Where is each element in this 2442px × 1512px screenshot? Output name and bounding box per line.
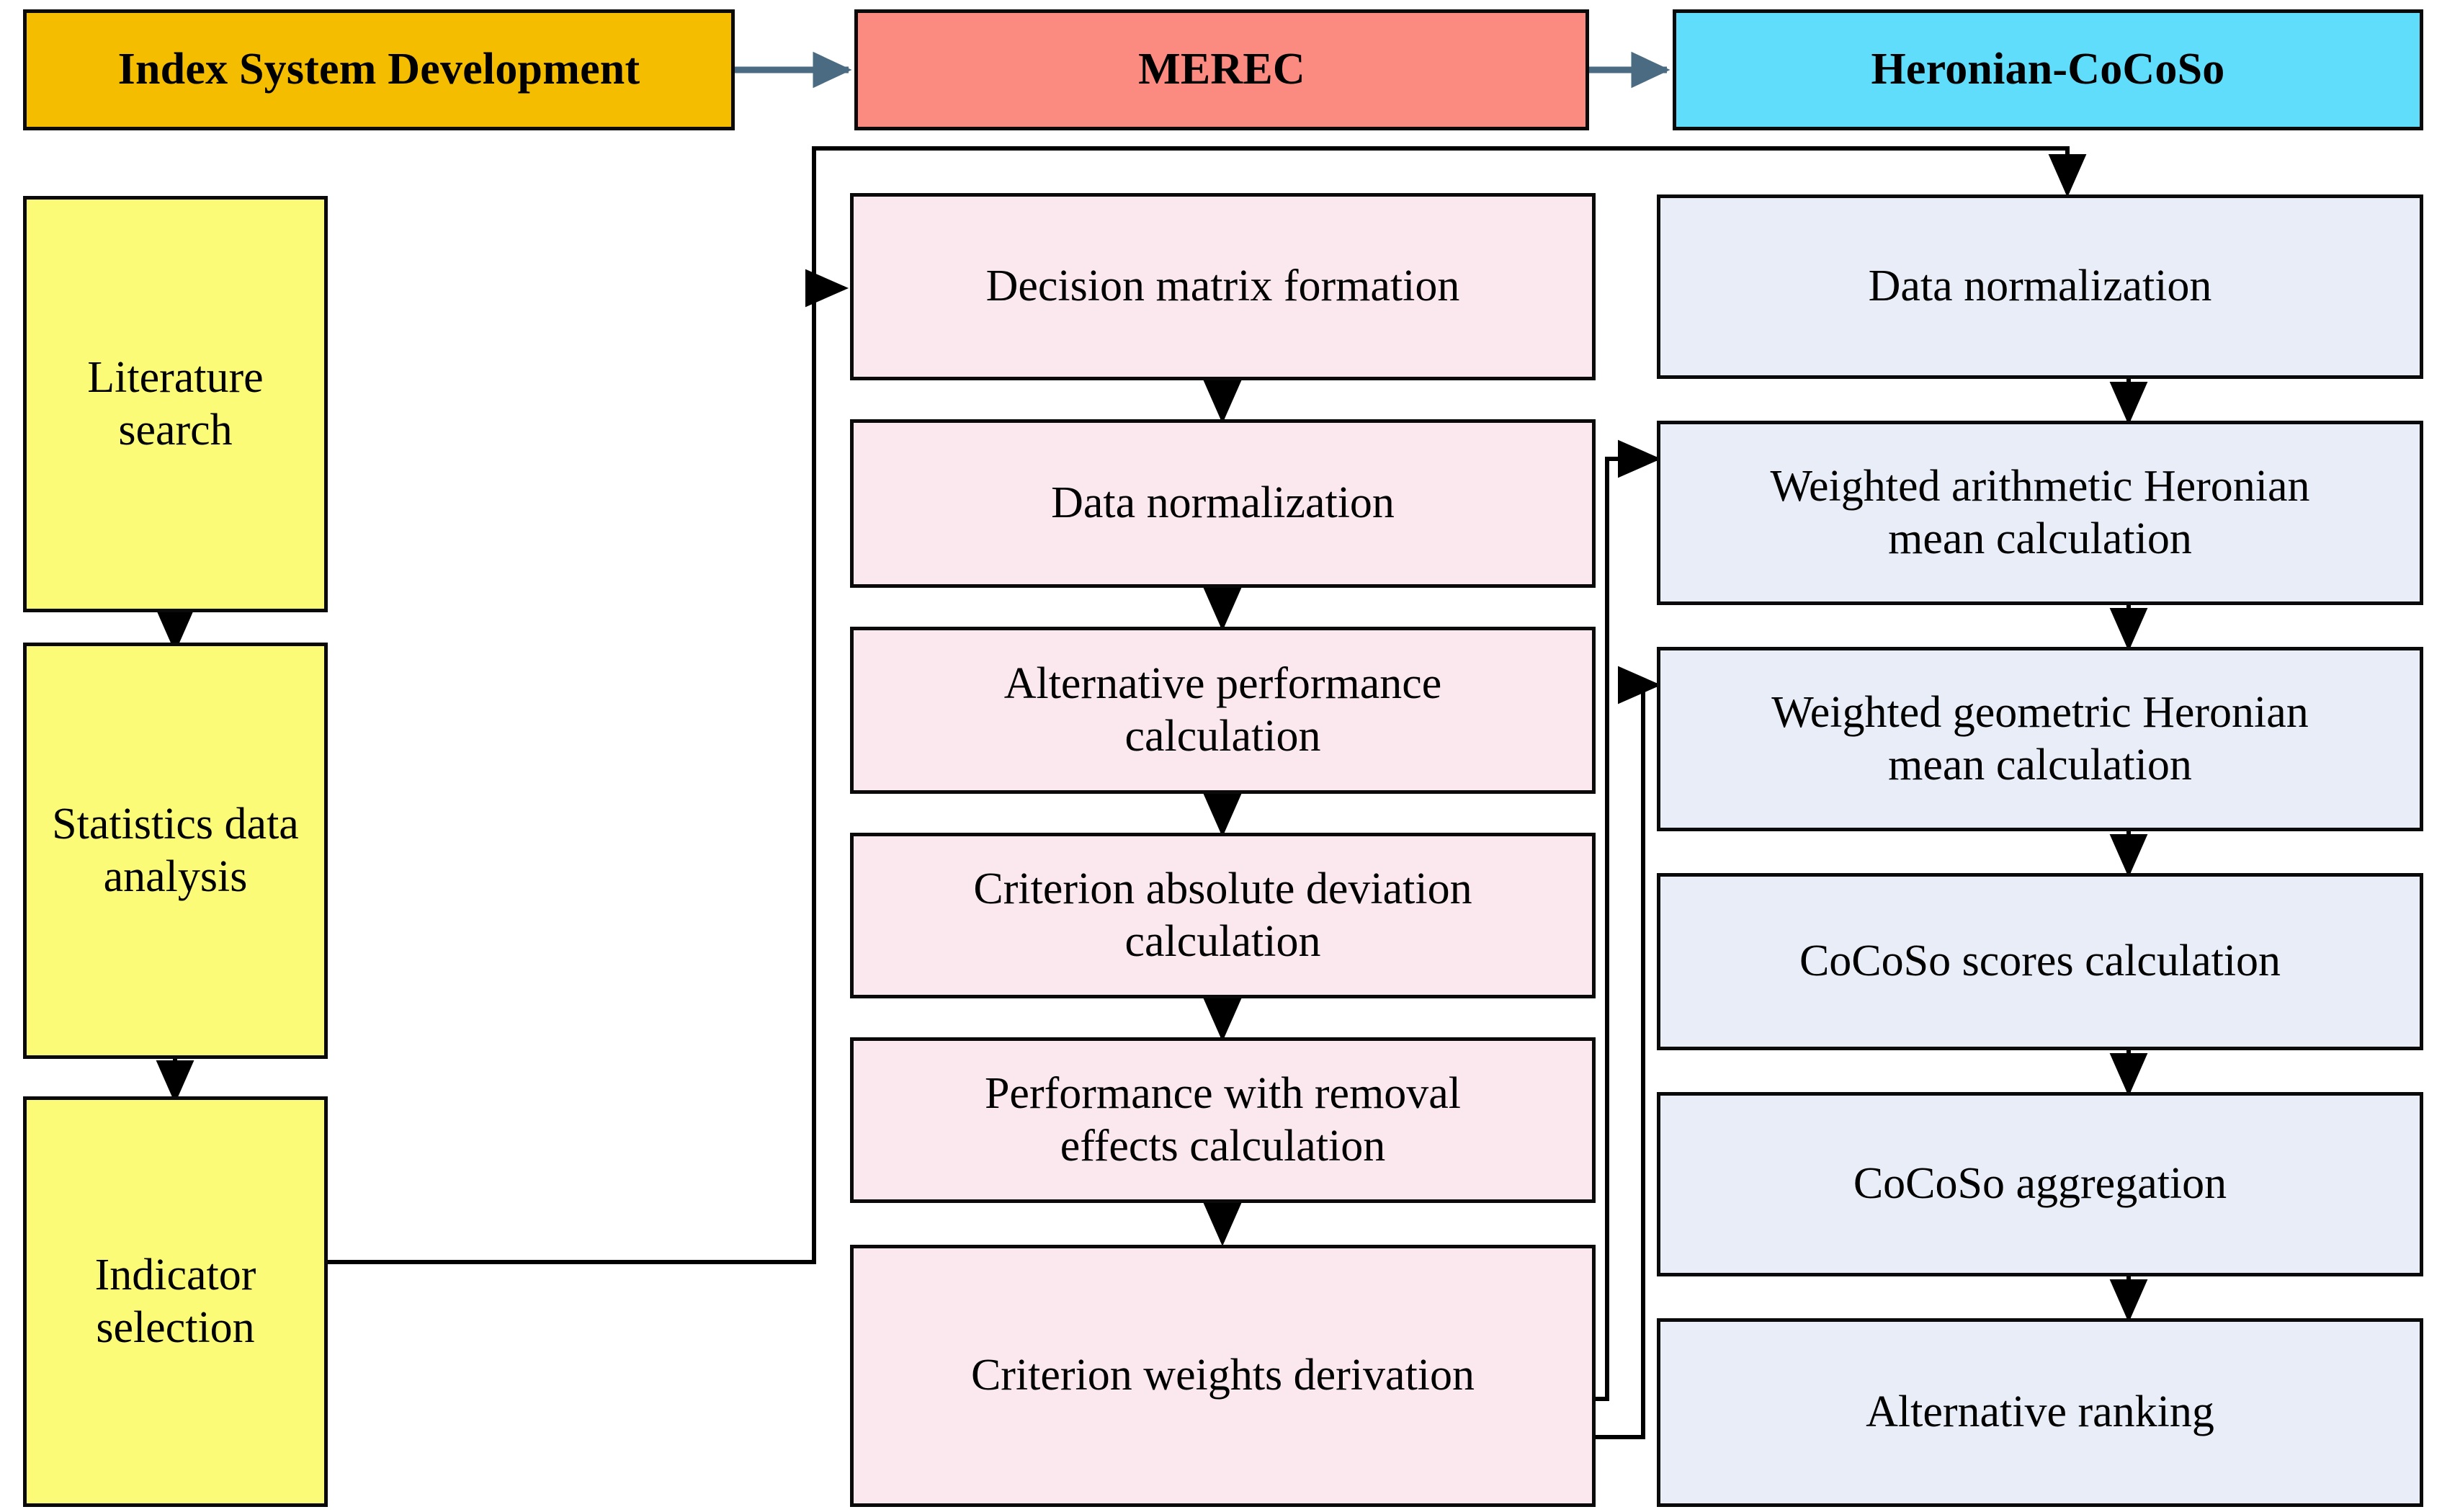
node-alternative-performance-calculation-label: Alternative performance calculation — [1003, 658, 1442, 761]
node-cocoso-scores-calculation[interactable]: CoCoSo scores calculation — [1657, 873, 2423, 1050]
node-decision-matrix-formation-label: Decision matrix formation — [985, 261, 1460, 311]
header-index-system-development[interactable]: Index System Development — [23, 9, 735, 130]
node-cocoso-data-normalization-label: Data normalization — [1868, 261, 2212, 311]
node-weighted-geometric-heronian-mean-calculation[interactable]: Weighted geometric Heronian mean calcula… — [1657, 647, 2423, 831]
node-performance-with-removal-effects-calculation[interactable]: Performance with removal effects calcula… — [850, 1037, 1596, 1203]
node-decision-matrix-formation[interactable]: Decision matrix formation — [850, 193, 1596, 380]
node-criterion-weights-derivation-label: Criterion weights derivation — [970, 1351, 1475, 1400]
header-merec[interactable]: MEREC — [854, 9, 1589, 130]
node-indicator-selection-label: Indicator selection — [94, 1250, 256, 1352]
node-weighted-geometric-heronian-mean-calculation-label: Weighted geometric Heronian mean calcula… — [1771, 687, 2309, 789]
node-literature-search-label: Literature search — [87, 352, 264, 455]
node-statistics-data-analysis-label: Statistics data analysis — [52, 799, 299, 901]
node-cocoso-scores-calculation-label: CoCoSo scores calculation — [1799, 936, 2281, 986]
node-statistics-data-analysis[interactable]: Statistics data analysis — [23, 643, 328, 1059]
node-weighted-arithmetic-heronian-mean-calculation-label: Weighted arithmetic Heronian mean calcul… — [1770, 461, 2310, 563]
node-alternative-ranking-label: Alternative ranking — [1866, 1387, 2214, 1437]
node-criterion-absolute-deviation-calculation[interactable]: Criterion absolute deviation calculation — [850, 833, 1596, 998]
node-merec-data-normalization-label: Data normalization — [1051, 478, 1395, 528]
header-heronian-cocoso-label: Heronian-CoCoSo — [1871, 45, 2225, 94]
wire-weights-to-geometric-heronian — [1596, 666, 1661, 1439]
node-weighted-arithmetic-heronian-mean-calculation[interactable]: Weighted arithmetic Heronian mean calcul… — [1657, 421, 2423, 605]
wire-indicator-to-decision-matrix — [328, 269, 849, 1264]
node-merec-data-normalization[interactable]: Data normalization — [850, 419, 1596, 588]
header-heronian-cocoso[interactable]: Heronian-CoCoSo — [1673, 9, 2423, 130]
node-performance-with-removal-effects-calculation-label: Performance with removal effects calcula… — [984, 1068, 1462, 1171]
header-index-system-development-label: Index System Development — [117, 45, 640, 94]
node-criterion-absolute-deviation-calculation-label: Criterion absolute deviation calculation — [973, 864, 1472, 966]
node-cocoso-aggregation[interactable]: CoCoSo aggregation — [1657, 1092, 2423, 1276]
header-merec-label: MEREC — [1138, 45, 1305, 94]
node-alternative-ranking[interactable]: Alternative ranking — [1657, 1318, 2423, 1507]
node-cocoso-data-normalization[interactable]: Data normalization — [1657, 194, 2423, 379]
wire-weights-to-arithmetic-heronian — [1596, 439, 1661, 1401]
node-alternative-performance-calculation[interactable]: Alternative performance calculation — [850, 627, 1596, 794]
node-criterion-weights-derivation[interactable]: Criterion weights derivation — [850, 1245, 1596, 1507]
node-literature-search[interactable]: Literature search — [23, 196, 328, 612]
node-cocoso-aggregation-label: CoCoSo aggregation — [1853, 1159, 2227, 1209]
node-indicator-selection[interactable]: Indicator selection — [23, 1096, 328, 1507]
